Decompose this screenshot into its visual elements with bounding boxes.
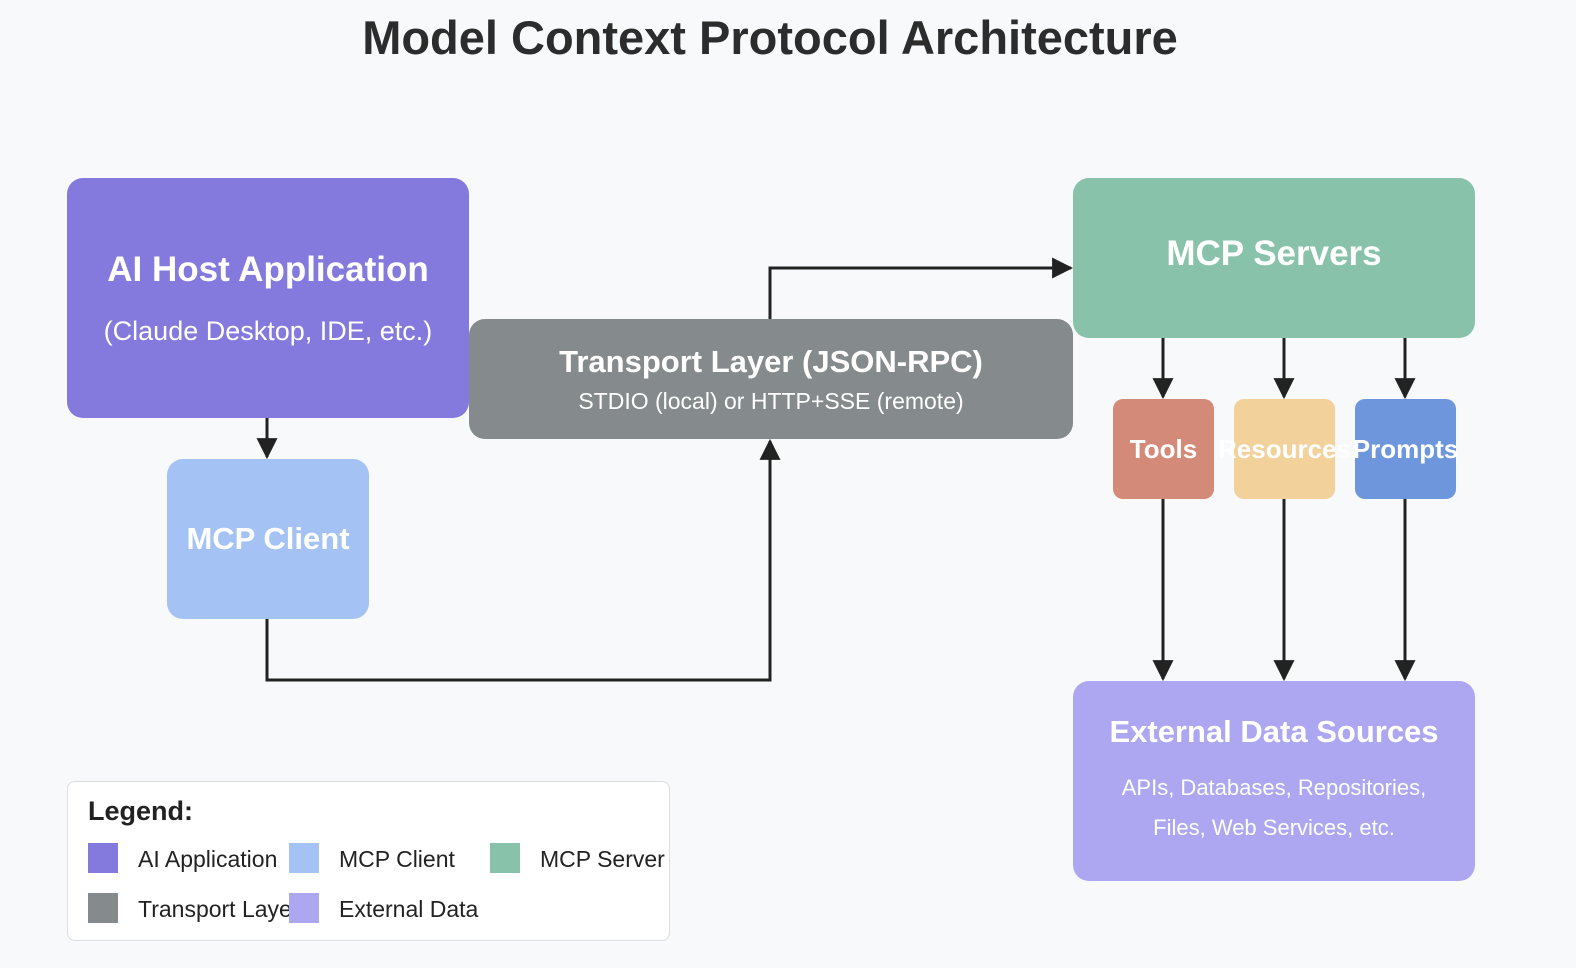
legend-swatch-external-data xyxy=(289,893,319,923)
mcp-servers-label: MCP Servers xyxy=(1166,234,1382,273)
legend-title: Legend: xyxy=(88,796,193,826)
legend-swatch-transport-layer xyxy=(88,893,118,923)
transport-layer-label: Transport Layer (JSON-RPC) xyxy=(559,343,983,379)
prompts-node: Prompts xyxy=(1352,399,1459,499)
mcp-servers-node: MCP Servers xyxy=(1073,178,1475,338)
resources-label: Resources xyxy=(1218,433,1351,464)
legend-label-mcp-server: MCP Server xyxy=(540,846,665,872)
tools-label: Tools xyxy=(1129,433,1198,464)
external-data-sublabel: APIs, Databases, Repositories, Files, We… xyxy=(1121,775,1427,840)
host-application-sublabel: (Claude Desktop, IDE, etc.) xyxy=(103,315,433,346)
prompts-label: Prompts xyxy=(1352,433,1459,464)
mcp-client-label: MCP Client xyxy=(186,521,350,556)
legend-label-ai-application: AI Application xyxy=(138,846,278,872)
legend-label-transport-layer: Transport Layer xyxy=(138,896,300,922)
arrow-client-to-transport xyxy=(265,438,781,682)
legend-label-external-data: External Data xyxy=(339,896,479,922)
external-data-label: External Data Sources xyxy=(1109,714,1439,749)
legend-swatch-mcp-server xyxy=(490,843,520,873)
transport-layer-node: Transport Layer (JSON-RPC) STDIO (local)… xyxy=(469,319,1073,439)
legend: Legend: AI Application MCP Client MCP Se… xyxy=(67,781,670,941)
arrow-transport-to-servers xyxy=(768,257,1074,319)
diagram-title: Model Context Protocol Architecture xyxy=(362,11,1178,64)
legend-swatch-mcp-client xyxy=(289,843,319,873)
host-application-label: AI Host Application xyxy=(107,249,429,289)
legend-label-mcp-client: MCP Client xyxy=(339,846,455,872)
transport-layer-sublabel: STDIO (local) or HTTP+SSE (remote) xyxy=(578,387,964,414)
host-application-node: AI Host Application (Claude Desktop, IDE… xyxy=(67,178,469,418)
mcp-client-node: MCP Client xyxy=(167,459,369,619)
resources-node: Resources xyxy=(1218,399,1351,499)
tools-node: Tools xyxy=(1113,399,1214,499)
external-data-node: External Data Sources APIs, Databases, R… xyxy=(1073,681,1475,881)
legend-swatch-ai-application xyxy=(88,843,118,873)
